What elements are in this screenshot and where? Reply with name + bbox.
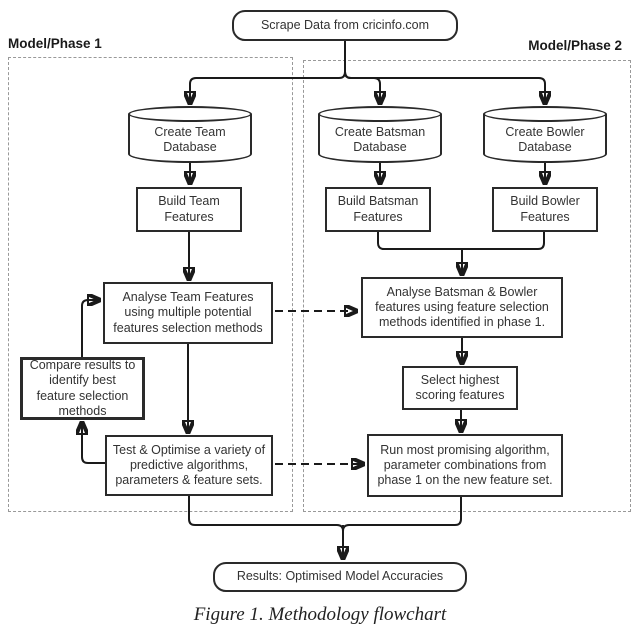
edge-test-merge xyxy=(188,496,344,532)
edge-scrape-to-team-db xyxy=(190,41,346,104)
cylinder-top xyxy=(318,106,442,122)
node-bowler-database: Create Bowler Database xyxy=(483,106,607,163)
node-scrape-data: Scrape Data from cricinfo.com xyxy=(232,10,458,41)
node-team-database: Create Team Database xyxy=(128,106,252,163)
node-compare-results: Compare results to identify best feature… xyxy=(20,357,145,420)
edge-compare-to-analyseteam xyxy=(81,300,100,357)
edge-scrape-to-bowler-db xyxy=(344,41,545,104)
phase2-region xyxy=(303,60,631,512)
cylinder-body xyxy=(483,114,607,163)
edge-buildbatsman-merge xyxy=(377,232,462,250)
team-database-label: Create Team Database xyxy=(154,124,226,154)
node-analyse-team-features: Analyse Team Features using multiple pot… xyxy=(103,282,273,344)
node-test-optimise: Test & Optimise a variety of predictive … xyxy=(105,435,273,496)
phase2-label: Model/Phase 2 xyxy=(528,38,622,53)
node-build-bowler-features: Build Bowler Features xyxy=(492,187,598,232)
node-run-algorithm: Run most promising algorithm, parameter … xyxy=(367,434,563,497)
batsman-database-label: Create Batsman Database xyxy=(334,124,426,154)
node-build-team-features: Build Team Features xyxy=(136,187,242,232)
edge-scrape-to-batsman-db xyxy=(344,41,380,104)
bowler-database-label: Create Bowler Database xyxy=(505,124,585,154)
edge-buildbowler-merge xyxy=(462,232,545,250)
figure-caption: Figure 1. Methodology flowchart xyxy=(193,604,447,625)
node-results: Results: Optimised Model Accuracies xyxy=(213,562,467,592)
node-batsman-database: Create Batsman Database xyxy=(318,106,442,163)
node-analyse-batsman-bowler: Analyse Batsman & Bowler features using … xyxy=(361,277,563,338)
cylinder-body xyxy=(128,114,252,163)
phase1-region xyxy=(8,57,293,512)
edge-run-merge xyxy=(342,497,462,532)
cylinder-top xyxy=(128,106,252,122)
node-build-batsman-features: Build Batsman Features xyxy=(325,187,431,232)
phase1-label: Model/Phase 1 xyxy=(8,36,102,51)
cylinder-top xyxy=(483,106,607,122)
node-select-highest-features: Select highest scoring features xyxy=(402,366,518,410)
cylinder-body xyxy=(318,114,442,163)
edge-test-to-compare xyxy=(82,422,105,464)
